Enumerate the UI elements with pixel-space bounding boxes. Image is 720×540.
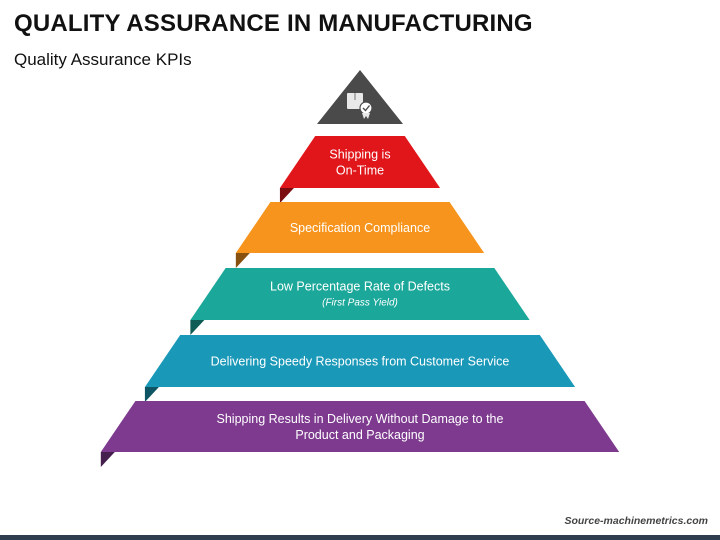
tier-5-fold — [100, 452, 115, 467]
tier-3-note: (First Pass Yield) — [322, 298, 398, 309]
tier-1-label: On-Time — [336, 164, 384, 178]
tier-2-band — [235, 202, 485, 253]
tier-2-fold — [235, 253, 250, 268]
bottom-bar — [0, 535, 720, 540]
source-credit: Source-machinemetrics.com — [564, 515, 708, 527]
certified-package-icon — [347, 93, 373, 119]
tier-3-label: Low Percentage Rate of Defects — [270, 280, 450, 294]
page-subtitle: Quality Assurance KPIs — [14, 50, 192, 69]
tier-3-band — [190, 268, 530, 320]
tier-1-band — [279, 136, 441, 188]
tier-2-label: Specification Compliance — [290, 221, 430, 235]
tier-3-fold — [190, 320, 205, 335]
tier-4-label: Delivering Speedy Responses from Custome… — [211, 355, 510, 369]
tier-5-label: Shipping Results in Delivery Without Dam… — [217, 412, 504, 426]
tier-4-band — [144, 335, 576, 387]
tier-4-fold — [144, 387, 159, 402]
tier-1-label: Shipping is — [329, 148, 390, 162]
tier-5-label: Product and Packaging — [295, 428, 424, 442]
page-title: QUALITY ASSURANCE IN MANUFACTURING — [14, 10, 533, 37]
tier-5-band — [100, 401, 620, 452]
tier-1-fold — [279, 188, 294, 203]
